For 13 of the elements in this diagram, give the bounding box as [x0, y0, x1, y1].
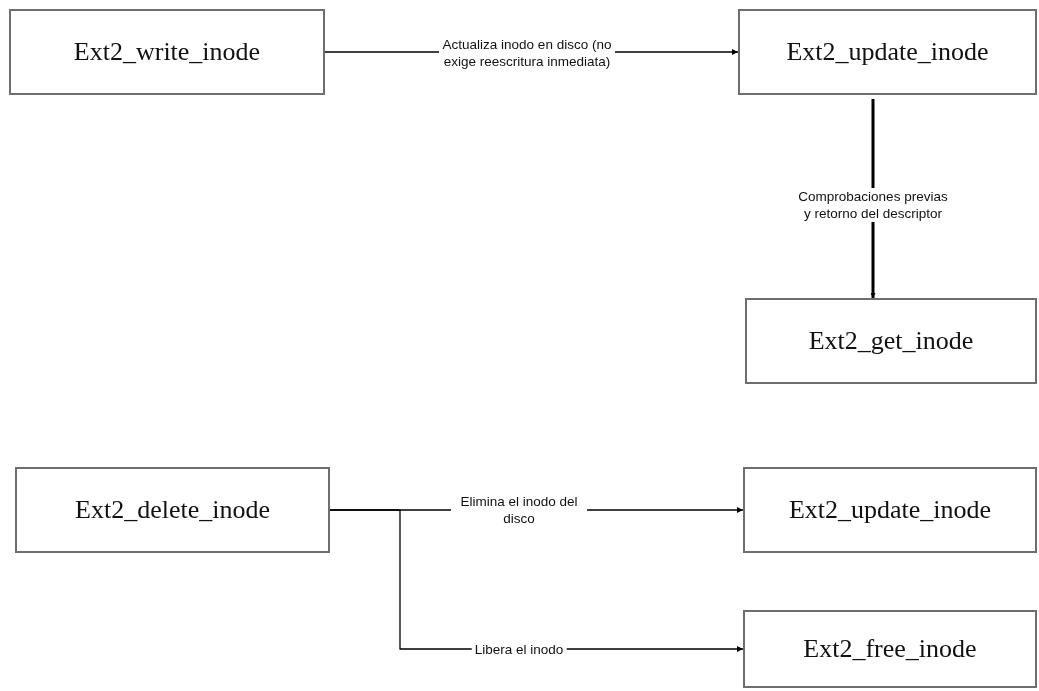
function-name: Ext2_get_inode: [808, 326, 974, 356]
function-name: Ext2_delete_inode: [75, 495, 270, 525]
process-box: [9, 9, 325, 95]
function-name: Ext2_update_inode: [786, 37, 989, 67]
function-name: Ext2_free_inode: [803, 634, 977, 664]
process-box: [743, 467, 1037, 553]
process-box: [745, 298, 1037, 384]
process-box: [743, 610, 1037, 688]
process-box: [738, 9, 1037, 95]
edge-label: Comprobaciones previas y retorno del descriptor: [795, 188, 951, 222]
process-box: [15, 467, 330, 553]
function-name: Ext2_update_inode: [788, 495, 992, 525]
function-name: Ext2_write_inode: [73, 37, 261, 67]
